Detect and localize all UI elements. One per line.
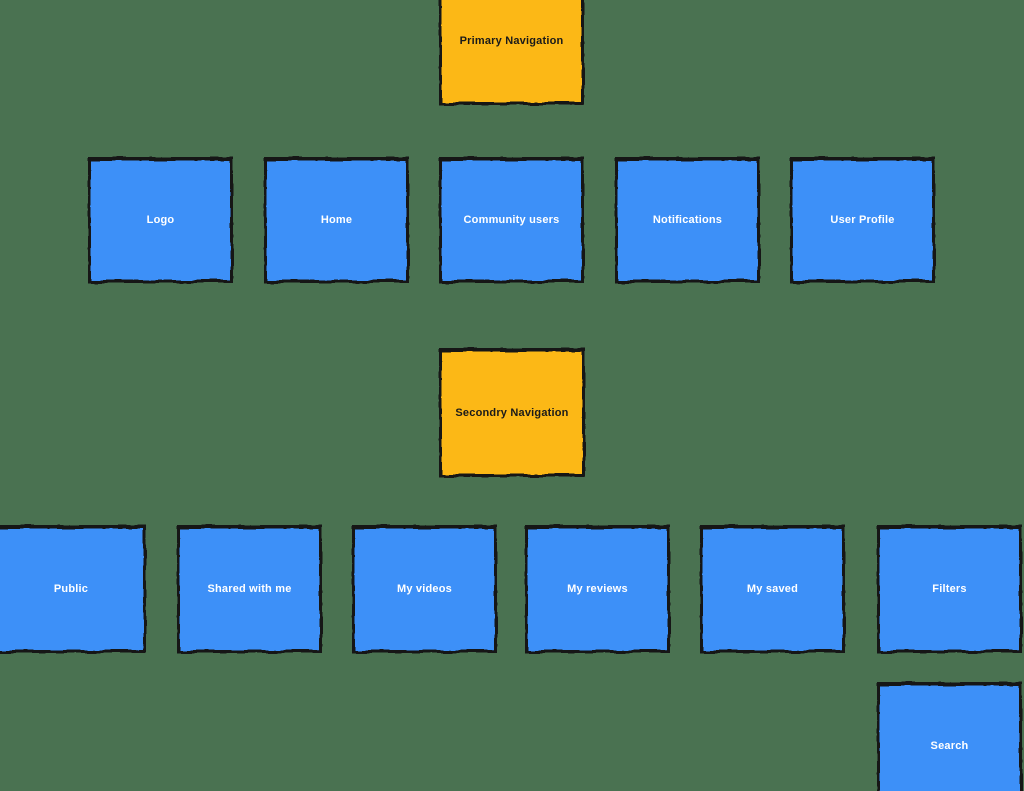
node-box <box>877 525 1022 653</box>
node-box <box>790 157 935 283</box>
node-label: Home <box>320 214 353 226</box>
node-box <box>877 682 1022 791</box>
node-label: Notifications <box>652 214 723 226</box>
node-box <box>88 157 233 283</box>
node-my-videos[interactable]: My videos <box>352 525 497 653</box>
node-box <box>615 157 760 283</box>
node-box <box>439 348 585 477</box>
node-label: My videos <box>397 583 452 595</box>
node-my-reviews[interactable]: My reviews <box>525 525 670 653</box>
node-box <box>0 525 146 653</box>
node-label: Community users <box>463 214 560 226</box>
node-label: Public <box>53 583 89 595</box>
node-box <box>700 525 845 653</box>
node-box <box>264 157 409 283</box>
node-my-saved[interactable]: My saved <box>700 525 845 653</box>
node-primary-navigation[interactable]: Primary Navigation <box>439 0 584 105</box>
node-box <box>177 525 322 653</box>
node-search[interactable]: Search <box>877 682 1022 791</box>
node-label: Search <box>930 740 969 752</box>
node-box <box>439 0 584 105</box>
node-box <box>439 157 584 283</box>
node-label: Shared with me <box>207 583 292 595</box>
node-label: Filters <box>932 583 967 595</box>
node-secondry-navigation[interactable]: Secondry Navigation <box>439 348 585 477</box>
node-logo[interactable]: Logo <box>88 157 233 283</box>
node-label: User Profile <box>830 214 895 226</box>
node-box <box>352 525 497 653</box>
node-public[interactable]: Public <box>0 525 146 653</box>
node-notifications[interactable]: Notifications <box>615 157 760 283</box>
node-label: My saved <box>746 583 799 595</box>
node-label: Primary Navigation <box>459 34 564 47</box>
node-label: My reviews <box>567 583 628 595</box>
node-box <box>525 525 670 653</box>
node-community-users[interactable]: Community users <box>439 157 584 283</box>
node-filters[interactable]: Filters <box>877 525 1022 653</box>
node-user-profile[interactable]: User Profile <box>790 157 935 283</box>
node-home[interactable]: Home <box>264 157 409 283</box>
node-label: Secondry Navigation <box>455 406 569 419</box>
node-label: Logo <box>146 214 175 226</box>
node-shared-with-me[interactable]: Shared with me <box>177 525 322 653</box>
